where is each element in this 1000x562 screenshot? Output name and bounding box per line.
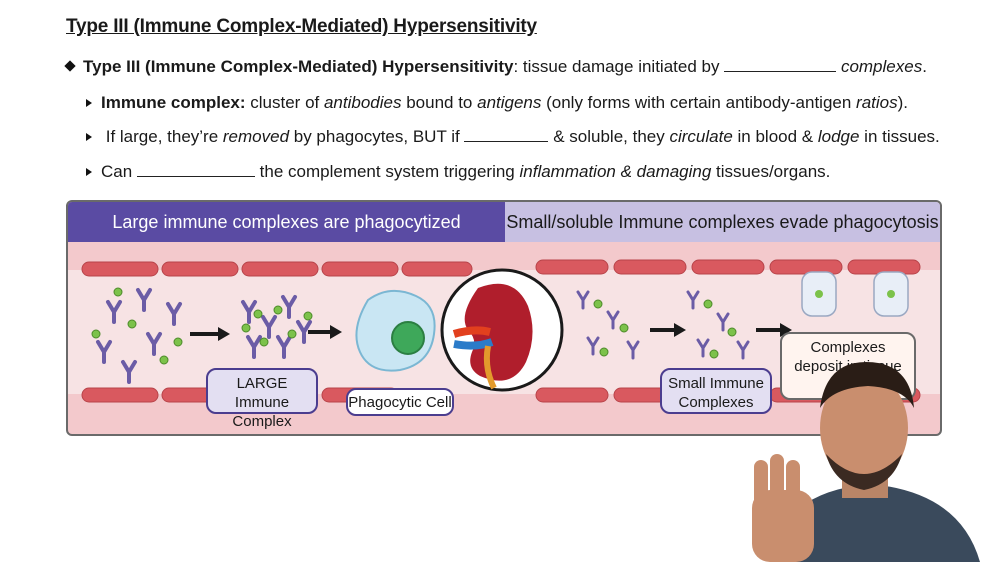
label-small-line1: Small Immune: [668, 375, 764, 392]
sub2-t3: & soluble, they: [553, 127, 670, 146]
sub2-i1: removed: [222, 127, 290, 146]
triangle-bullet-icon: [86, 133, 92, 141]
phagocytic-cell: [355, 289, 436, 372]
sub1-t4: ).: [897, 93, 909, 112]
label-large-immune-complex: LARGE Immune Complex: [206, 368, 318, 430]
triangle-bullet-icon: [86, 168, 92, 176]
sub-bullet-2: If large, they’re removed by phagocytes,…: [86, 127, 940, 147]
sub1-term: Immune complex:: [101, 93, 246, 112]
sub2-i3: lodge: [817, 127, 860, 146]
diamond-bullet-icon: [64, 60, 76, 72]
sub2-i2: circulate: [669, 127, 733, 146]
sub2-t5: in tissues.: [859, 127, 940, 146]
sub1-t1: cluster of: [245, 93, 324, 112]
sub2-t1: If large, they’re: [101, 127, 223, 146]
arrow-2: [308, 325, 342, 339]
main-term: Type III (Immune Complex-Mediated) Hyper…: [83, 57, 514, 76]
main-bullet: Type III (Immune Complex-Mediated) Hyper…: [64, 57, 927, 77]
small-complex-antigens: [593, 299, 737, 359]
main-text: : tissue damage initiated by: [513, 57, 720, 76]
antigens-left: [91, 287, 183, 365]
antibodies-left: [96, 288, 182, 384]
large-complex: [241, 295, 312, 359]
presenter-hand: [752, 454, 814, 562]
main-end: .: [922, 57, 927, 76]
blood-vessel-scene: LARGE Immune Complex Phagocytic Cell Sma…: [68, 242, 940, 434]
blank-1: [724, 57, 837, 72]
tissue-pockets: [801, 271, 909, 317]
immune-complex-figure: Large immune complexes are phagocytized …: [66, 200, 942, 436]
arrow-3: [650, 323, 686, 337]
sub1-i2: antigens: [477, 93, 542, 112]
figure-header-left: Large immune complexes are phagocytized: [68, 202, 505, 242]
triangle-bullet-icon: [86, 99, 92, 107]
figure-header-right: Small/soluble Immune complexes evade pha…: [505, 202, 940, 242]
label-large-line2: Complex: [232, 413, 292, 430]
label-phagocytic-cell: Phagocytic Cell: [346, 388, 454, 416]
label-deposit-line1: Complexes: [810, 339, 886, 356]
label-small-line2: Complexes: [678, 394, 754, 411]
presenter-hair: [820, 362, 914, 408]
sub3-i1: inflammation & damaging: [519, 162, 712, 181]
label-small-immune-complexes: Small Immune Complexes: [660, 368, 772, 414]
sub-bullet-3: Can the complement system triggering inf…: [86, 162, 830, 182]
small-complexes: [576, 290, 750, 360]
sub1-i1: antibodies: [323, 93, 402, 112]
presenter-face: [820, 372, 908, 484]
kidney-icon: [440, 268, 564, 392]
large-complex-antigens: [241, 305, 313, 347]
sub2-t4: in blood &: [732, 127, 818, 146]
sub2-t2: by phagocytes, BUT if: [289, 127, 460, 146]
sub1-t2: bound to: [401, 93, 478, 112]
presenter-beard: [826, 454, 902, 490]
presenter-shirt: [770, 484, 980, 562]
sub3-t2: the complement system triggering: [259, 162, 520, 181]
arrow-1: [190, 327, 230, 341]
presenter-video: [752, 362, 980, 562]
sub3-t1: Can: [101, 162, 133, 181]
sub1-t3: (only forms with certain antibody-antige…: [541, 93, 857, 112]
blank-2: [464, 127, 549, 142]
blank-3: [136, 162, 255, 177]
label-large-line1: LARGE Immune: [234, 375, 290, 411]
sub-bullet-1: Immune complex: cluster of antibodies bo…: [86, 93, 908, 113]
rbc-row-top: [81, 259, 921, 277]
main-end-italic: complexes: [840, 57, 923, 76]
slide-title: Type III (Immune Complex-Mediated) Hyper…: [66, 16, 537, 37]
sub1-i3: ratios: [856, 93, 898, 112]
sub3-t3: tissues/organs.: [711, 162, 831, 181]
